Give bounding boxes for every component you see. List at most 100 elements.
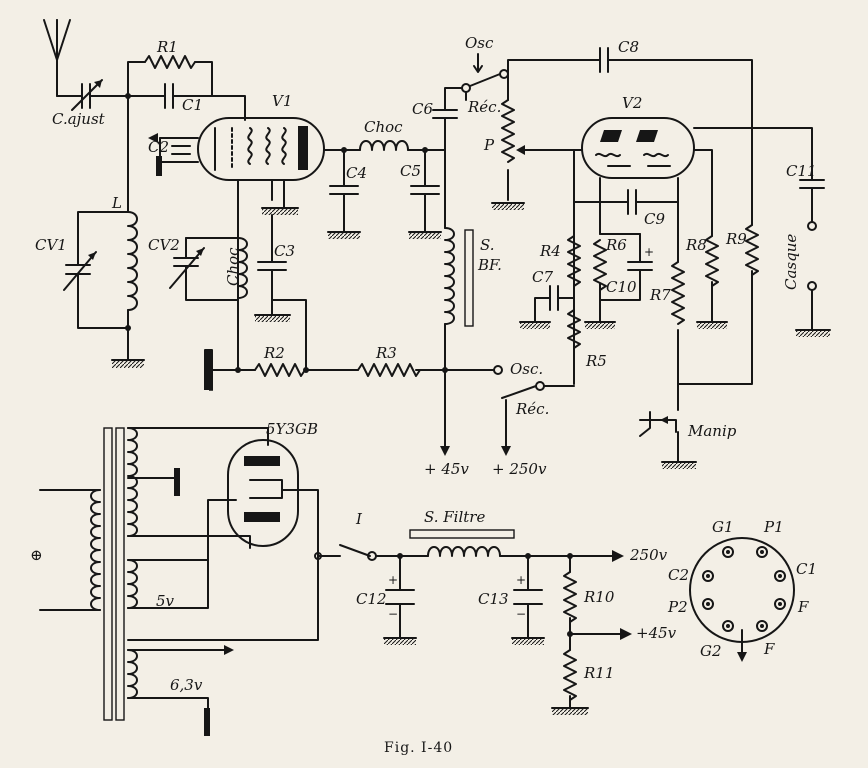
contact-osc-mid[interactable]	[493, 365, 503, 375]
wire	[194, 61, 213, 97]
label-manip: Manip	[687, 422, 737, 440]
label-p: P	[483, 136, 495, 154]
label-s-bf-2: BF.	[477, 256, 502, 274]
jack-casque-top[interactable]	[807, 221, 817, 231]
label-r4: R4	[539, 242, 561, 260]
label-63v: 6,3v	[170, 676, 203, 694]
ground-symbol	[408, 231, 442, 239]
label-cv1: CV1	[35, 236, 67, 254]
label-v1: V1	[272, 92, 292, 110]
label-cv2: CV2	[148, 236, 180, 254]
potentiometer-p[interactable]	[501, 99, 515, 163]
antenna-symbol	[43, 19, 71, 97]
capacitor-c7	[549, 285, 559, 311]
label-pin-g2: G2	[700, 642, 722, 660]
label-choc-vertical: Choc	[224, 247, 242, 286]
svg-text:−: −	[388, 607, 398, 621]
filter-choke-s-filtre	[409, 529, 515, 557]
resistor-r7	[671, 261, 685, 325]
label-s-bf-1: S.	[480, 236, 495, 254]
label-r8: R8	[685, 236, 707, 254]
label-v2: V2	[622, 94, 642, 112]
svg-text:+: +	[388, 573, 398, 587]
switch-osc-rec-top[interactable]	[461, 69, 509, 93]
wire	[127, 499, 237, 561]
label-5y3gb: 5Y3GB	[266, 420, 318, 438]
resistor-r9	[745, 224, 759, 276]
wire	[185, 265, 239, 301]
label-r6: R6	[605, 236, 627, 254]
wire	[127, 697, 209, 711]
label-c8: C8	[618, 38, 639, 56]
label-5v: 5v	[156, 592, 175, 610]
variable-capacitor-cv1	[63, 251, 97, 291]
resistor-r5	[567, 309, 581, 349]
label-osc-top: Osc	[465, 34, 494, 52]
svg-text:+: +	[516, 573, 526, 587]
label-mains: ⊕	[30, 546, 43, 564]
capacitor-c10: +	[627, 245, 654, 271]
label-c2: C2	[148, 138, 169, 156]
capacitor-c8	[599, 47, 609, 73]
morse-key-manip[interactable]	[639, 411, 677, 437]
ground-symbol	[261, 207, 299, 215]
capacitor-c11	[799, 179, 825, 189]
ground-symbol	[511, 637, 545, 645]
resistor-r2	[254, 363, 306, 377]
ground-symbol	[696, 321, 728, 329]
label-c11: C11	[786, 162, 817, 180]
ground-symbol	[795, 329, 831, 337]
label-r1: R1	[156, 38, 178, 56]
inductor-choc-vertical	[237, 237, 248, 299]
wire	[127, 535, 251, 549]
label-pin-c1: C1	[796, 560, 817, 578]
ground-symbol	[551, 707, 589, 715]
wire	[751, 127, 813, 181]
ground-symbol	[111, 359, 145, 368]
label-pin-f2: F	[763, 640, 775, 658]
wire	[607, 59, 753, 226]
jack-casque-bottom[interactable]	[807, 281, 817, 291]
label-c4: C4	[346, 164, 367, 182]
resistor-r4	[567, 235, 581, 287]
label-r11: R11	[583, 664, 614, 682]
label-r3: R3	[375, 344, 397, 362]
label-r2: R2	[263, 344, 285, 362]
ground-symbol	[254, 314, 291, 322]
power-transformer	[90, 427, 138, 721]
label-switch-i: I	[355, 510, 363, 528]
svg-text:+: +	[644, 245, 654, 259]
resistor-r3	[357, 363, 421, 377]
wire	[444, 87, 463, 111]
label-r5: R5	[585, 352, 607, 370]
wire	[677, 270, 753, 385]
ground-symbol	[327, 231, 361, 239]
label-c6: C6	[412, 100, 433, 118]
resistor-r1	[144, 55, 196, 69]
wire	[77, 273, 129, 329]
label-r7: R7	[649, 286, 671, 304]
ground-symbol	[661, 461, 697, 469]
wire	[127, 547, 209, 609]
label-rec-top: Réc.	[467, 98, 501, 116]
switch-i[interactable]	[339, 544, 377, 561]
label-c12: C12	[356, 590, 387, 608]
ground-symbol	[584, 321, 616, 329]
label-c3: C3	[274, 242, 295, 260]
ground-symbol	[519, 321, 551, 329]
inductor-choc-top	[359, 140, 409, 151]
switch-osc-rec-mid[interactable]	[501, 381, 545, 399]
label-choc-top: Choc	[364, 118, 403, 136]
label-pin-c2: C2	[668, 566, 689, 584]
wire	[39, 489, 101, 611]
label-casque: Casque	[782, 234, 800, 290]
label-l: L	[111, 194, 122, 212]
label-c-ajust: C.ajust	[52, 110, 106, 128]
label-c1: C1	[182, 96, 203, 114]
capacitor-c9	[627, 189, 637, 215]
label-out-250v: 250v	[629, 546, 668, 564]
resistor-r10	[563, 571, 577, 623]
wire	[534, 297, 551, 323]
